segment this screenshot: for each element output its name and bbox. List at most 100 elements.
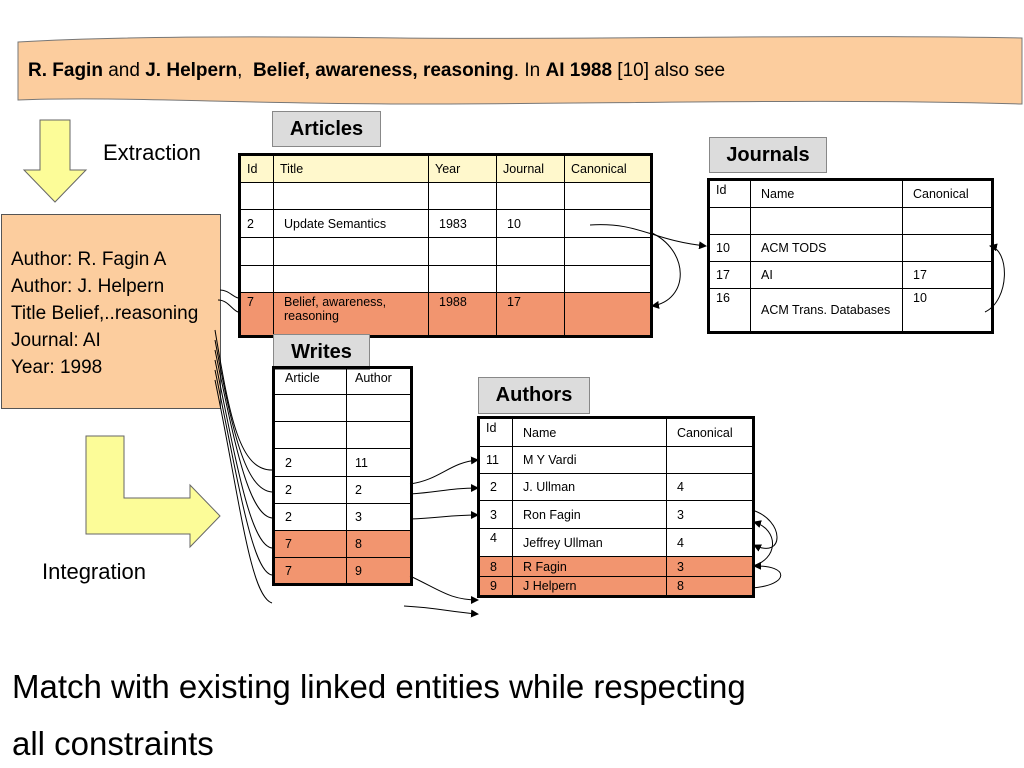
authors-table: Id Name Canonical 11 M Y Vardi 2 J. Ullm…	[477, 416, 755, 598]
table-cell: 2	[273, 503, 347, 531]
flow-arrows	[22, 119, 221, 549]
table-row: 16 ACM Trans. Databases 10	[708, 288, 993, 333]
writes-header-row: Article Author	[273, 367, 412, 395]
table-cell	[750, 207, 903, 235]
table-cell: 4	[666, 473, 754, 501]
table-cell	[902, 207, 993, 235]
record-line-year: Year: 1998	[11, 357, 103, 378]
banner-author2: J. Helpern	[145, 60, 238, 81]
table-row: 2 3	[273, 503, 412, 531]
table-cell	[666, 446, 754, 474]
col-header: Title	[273, 154, 429, 183]
table-cell: 10	[708, 234, 751, 262]
table-cell	[564, 182, 652, 210]
table-cell: R Fagin	[512, 556, 667, 577]
table-cell: 7	[273, 530, 347, 558]
record-line-author1: Author: R. Fagin A	[11, 249, 167, 270]
banner-venue: AI 1988	[545, 60, 613, 81]
banner-author1: R. Fagin	[28, 60, 103, 81]
caption-line2: all constraints	[12, 725, 214, 762]
table-cell: 8	[478, 556, 513, 577]
authors-title: Authors	[478, 377, 590, 414]
table-cell: 17	[496, 292, 565, 337]
table-cell: AI	[750, 261, 903, 289]
banner-scroll	[17, 36, 1023, 105]
integration-label: Integration	[42, 559, 146, 584]
link-author2-author4	[751, 509, 778, 552]
table-cell	[273, 265, 429, 293]
table-cell: 7	[239, 292, 274, 337]
table-cell: 16	[708, 288, 751, 333]
table-cell: 1983	[428, 209, 497, 238]
table-cell	[564, 209, 652, 238]
table-cell: 3	[478, 500, 513, 529]
table-row-highlighted: 9 J Helpern 8	[478, 576, 754, 597]
table-cell: 2	[478, 473, 513, 501]
table-row-highlighted: 8 R Fagin 3	[478, 556, 754, 577]
record-line-author2: Author: J. Helpern	[11, 276, 165, 297]
table-cell	[564, 292, 652, 337]
table-cell	[496, 265, 565, 293]
table-cell	[564, 265, 652, 293]
table-cell: 17	[708, 261, 751, 289]
table-cell: 2	[273, 448, 347, 477]
col-header: Article	[273, 367, 347, 395]
journals-title: Journals	[709, 137, 827, 173]
col-header: Journal	[496, 154, 565, 183]
table-cell: 4	[666, 528, 754, 557]
writes-table: Article Author 2 11 2 2 2 3 7 8 7 9	[272, 366, 413, 586]
table-row-highlighted: 7 9	[273, 557, 412, 585]
table-row: 17 AI 17	[708, 261, 993, 289]
articles-title: Articles	[272, 111, 381, 147]
link-author9-author8	[751, 561, 782, 589]
table-cell: M Y Vardi	[512, 446, 667, 474]
table-cell: 8	[346, 530, 412, 558]
table-cell	[346, 394, 412, 422]
table-cell	[273, 182, 429, 210]
col-header: Id	[708, 179, 751, 208]
table-cell	[273, 237, 429, 266]
table-row: 4 Jeffrey Ullman 4	[478, 528, 754, 557]
table-cell: 11	[346, 448, 412, 477]
writes-title: Writes	[273, 334, 370, 370]
table-row	[239, 237, 652, 266]
table-cell: 9	[478, 576, 513, 597]
table-cell	[428, 182, 497, 210]
table-row: 2 J. Ullman 4	[478, 473, 754, 501]
caption-line1: Match with existing linked entities whil…	[12, 668, 746, 705]
banner-comma: ,	[237, 60, 243, 81]
table-row: 3 Ron Fagin 3	[478, 500, 754, 529]
link-writes-author9	[403, 605, 479, 618]
table-row-highlighted: 7 8	[273, 530, 412, 558]
record-line-title: Title Belief,..reasoning	[11, 303, 199, 324]
table-cell	[273, 394, 347, 422]
table-cell: Jeffrey Ullman	[512, 528, 667, 557]
banner-rest: [10] also see	[617, 60, 726, 81]
table-cell: 2	[346, 476, 412, 504]
table-cell: 4	[478, 528, 513, 557]
table-cell: 17	[902, 261, 993, 289]
table-row: 11 M Y Vardi	[478, 446, 754, 474]
banner-and: and	[108, 60, 140, 81]
table-cell	[496, 237, 565, 266]
col-header: Canonical	[666, 417, 754, 447]
col-header: Author	[346, 367, 412, 395]
link-writes-author11	[409, 456, 479, 485]
table-cell: 9	[346, 557, 412, 585]
col-header: Id	[478, 417, 513, 447]
table-cell: 1988	[428, 292, 497, 337]
link-writes-author8	[409, 575, 479, 604]
integration-arrow-icon	[85, 435, 221, 549]
table-row	[239, 265, 652, 293]
table-cell: J Helpern	[512, 576, 667, 597]
table-cell: 7	[273, 557, 347, 585]
table-cell: 2	[239, 209, 274, 238]
table-cell: Belief, awareness, reasoning	[273, 292, 429, 337]
table-cell	[708, 207, 751, 235]
table-cell: ACM Trans. Databases	[750, 288, 903, 333]
table-row	[239, 182, 652, 210]
extracted-record-box: Author: R. Fagin A Author: J. Helpern Ti…	[1, 214, 221, 409]
col-header: Canonical	[902, 179, 993, 208]
table-cell: Ron Fagin	[512, 500, 667, 529]
journals-table: Id Name Canonical 10 ACM TODS 17 AI 17 1…	[707, 178, 994, 334]
